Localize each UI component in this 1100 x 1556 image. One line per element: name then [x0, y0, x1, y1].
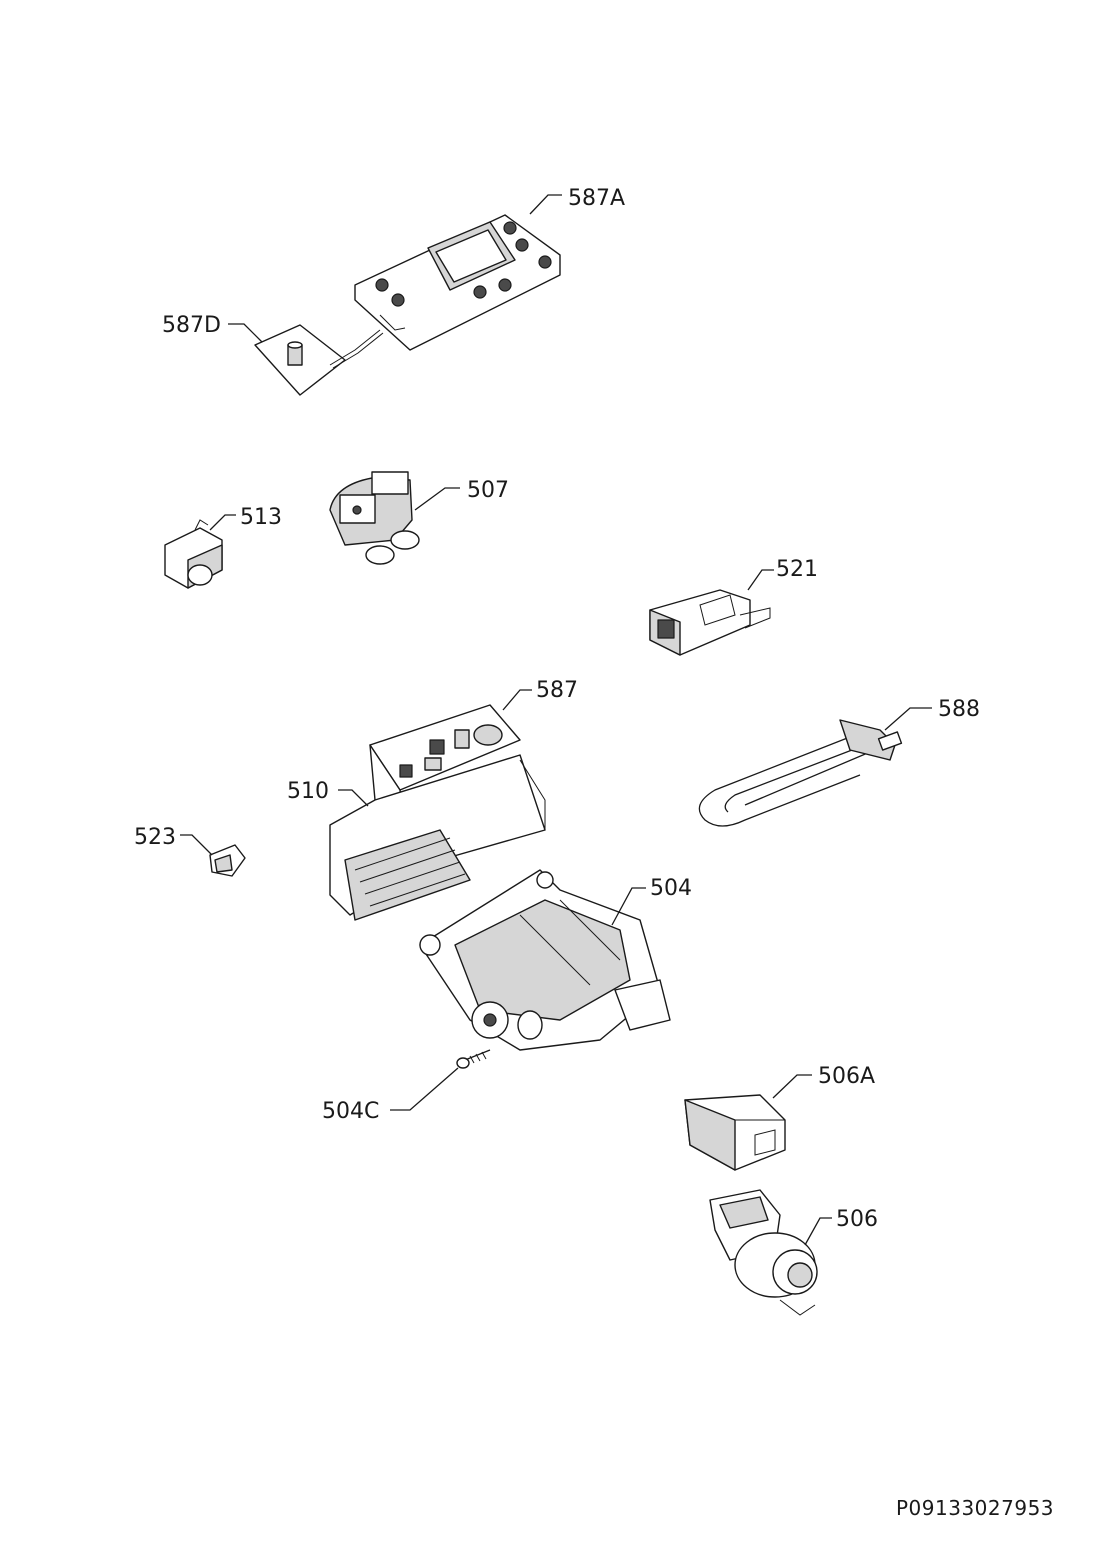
part-504-drawing	[419, 869, 671, 1051]
part-587a-drawing	[354, 214, 561, 351]
label-510: 588	[938, 697, 980, 722]
label-513: 513	[240, 505, 282, 530]
label-587a: 587A	[568, 186, 625, 211]
document-code: P09133027953	[896, 1496, 1055, 1520]
part-507-drawing	[329, 471, 420, 565]
part-506-drawing	[709, 1189, 818, 1316]
part-523-drawing	[209, 844, 246, 877]
part-506a-drawing	[684, 1094, 786, 1171]
part-587d-drawing	[254, 324, 384, 396]
part-521-drawing	[649, 589, 771, 656]
part-588-drawing	[329, 754, 546, 921]
label-506a: 506A	[818, 1064, 875, 1089]
label-506: 506	[836, 1207, 878, 1232]
label-587: 587	[536, 678, 578, 703]
label-504c: 504C	[322, 1099, 379, 1124]
part-510-drawing	[698, 719, 903, 827]
label-588: 510	[287, 779, 329, 804]
part-513-drawing	[164, 519, 223, 589]
part-504c-drawing	[456, 1049, 491, 1069]
label-523: 523	[134, 825, 176, 850]
label-521: 521	[776, 557, 818, 582]
label-504: 504	[650, 876, 692, 901]
label-507: 507	[467, 478, 509, 503]
label-587d: 587D	[162, 313, 221, 338]
